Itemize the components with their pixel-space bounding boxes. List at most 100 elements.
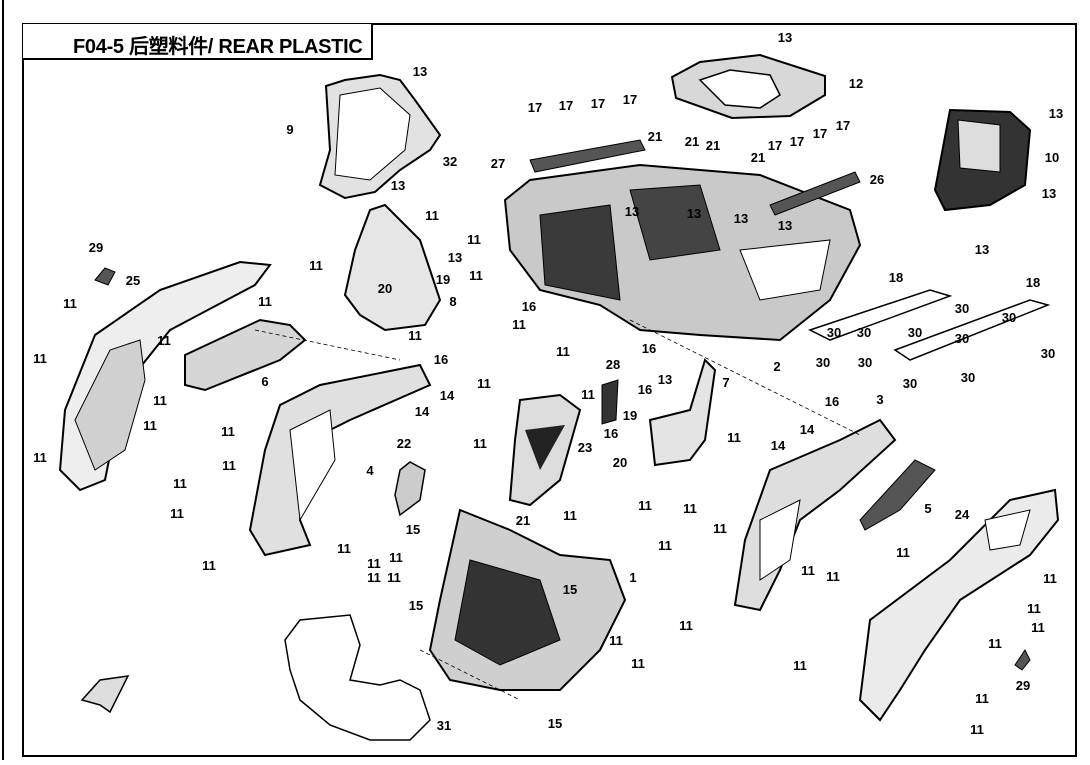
callout-label: 30 — [858, 355, 872, 370]
callout-label: 9 — [286, 122, 293, 137]
callout-label: 24 — [955, 507, 970, 522]
callout-label: 30 — [1041, 346, 1055, 361]
callout-label: 11 — [425, 208, 439, 223]
part-27-bar — [529, 139, 646, 173]
callout-label: 13 — [625, 204, 639, 219]
callout-label: 16 — [638, 382, 652, 397]
callout-label: 14 — [440, 388, 455, 403]
callout-label: 30 — [903, 376, 917, 391]
callout-label: 11 — [713, 521, 727, 536]
callout-label: 11 — [1031, 620, 1045, 635]
callout-label: 11 — [658, 538, 672, 553]
callout-label: 29 — [1016, 678, 1030, 693]
callout-label: 4 — [366, 463, 374, 478]
callout-label: 13 — [1042, 186, 1056, 201]
callout-label: 16 — [522, 299, 536, 314]
title-box: F04-5 后塑料件/ REAR PLASTIC — [23, 24, 373, 60]
callout-label: 16 — [434, 352, 448, 367]
callout-label: 11 — [581, 387, 595, 402]
callout-label: 11 — [638, 498, 652, 513]
callout-label: 11 — [679, 618, 693, 633]
callout-label: 17 — [528, 100, 542, 115]
callout-label: 11 — [512, 317, 526, 332]
callout-label: 11 — [143, 418, 157, 433]
callout-label: 18 — [889, 270, 903, 285]
callout-label: 13 — [975, 242, 989, 257]
callout-label: 29 — [89, 240, 103, 255]
callout-label: 15 — [548, 716, 562, 731]
callout-label: 13 — [391, 178, 405, 193]
callout-label: 16 — [825, 394, 839, 409]
part-24-right-fender — [858, 488, 1060, 722]
callout-label: 21 — [516, 513, 530, 528]
callout-label: 16 — [604, 426, 618, 441]
callout-label: 17 — [559, 98, 573, 113]
callout-label: 11 — [33, 450, 47, 465]
callout-label: 11 — [1043, 571, 1057, 586]
callout-label: 20 — [613, 455, 627, 470]
part-29-clip-b — [1014, 649, 1031, 671]
part-12-top-cover — [670, 53, 826, 120]
callout-label: 8 — [449, 294, 456, 309]
callout-label: 26 — [870, 172, 884, 187]
callout-label: 11 — [309, 258, 323, 273]
callout-label: 13 — [778, 218, 792, 233]
callout-label: 13 — [448, 250, 462, 265]
part-7-support — [648, 358, 717, 467]
callout-label: 11 — [975, 691, 989, 706]
callout-label: 11 — [473, 436, 487, 451]
callout-label: 10 — [1045, 150, 1059, 165]
callout-label: 31 — [437, 718, 451, 733]
part-9-panel — [318, 73, 442, 200]
callout-label: 13 — [413, 64, 427, 79]
callout-label: 7 — [722, 375, 729, 390]
part-8-bracket — [343, 203, 442, 332]
callout-label: 23 — [578, 440, 592, 455]
callout-label: 11 — [258, 294, 272, 309]
callout-label: 11 — [222, 458, 236, 473]
callout-label: 19 — [436, 272, 450, 287]
callout-label: 11 — [173, 476, 187, 491]
callout-label: 17 — [790, 134, 804, 149]
callout-label: 22 — [397, 436, 411, 451]
callout-label: 17 — [836, 118, 850, 133]
callout-label: 19 — [623, 408, 637, 423]
callout-label: 11 — [801, 563, 815, 578]
callout-label: 13 — [1049, 106, 1063, 121]
callout-label: 18 — [1026, 275, 1040, 290]
callout-label: 11 — [389, 550, 403, 565]
callout-label: 30 — [955, 301, 969, 316]
callout-label: 11 — [153, 393, 167, 408]
callout-label: 16 — [642, 341, 656, 356]
part-1-lower-fender — [428, 508, 627, 691]
callout-label: 13 — [734, 211, 748, 226]
callout-label: 13 — [658, 372, 672, 387]
callout-label: 11 — [469, 268, 483, 283]
callout-label: 11 — [367, 570, 381, 585]
callout-label: 17 — [623, 92, 637, 107]
callout-label: 11 — [793, 658, 807, 673]
callout-label: 28 — [606, 357, 620, 372]
part-22-cap — [394, 461, 426, 517]
callout-label: 32 — [443, 154, 457, 169]
callout-label: 15 — [563, 582, 577, 597]
callout-label: 13 — [778, 30, 792, 45]
callout-label: 30 — [816, 355, 830, 370]
part-18-plate-a — [808, 289, 953, 341]
callout-label: 17 — [813, 126, 827, 141]
callout-label: 15 — [406, 522, 420, 537]
callout-label: 17 — [768, 138, 782, 153]
callout-label: 11 — [683, 501, 697, 516]
callout-label: 11 — [556, 344, 570, 359]
callout-label: 11 — [408, 328, 422, 343]
callout-label: 17 — [591, 96, 605, 111]
callout-label: 14 — [771, 438, 786, 453]
callout-label: 14 — [415, 404, 430, 419]
callout-label: 11 — [157, 333, 171, 348]
callout-label: 30 — [908, 325, 922, 340]
callout-label: 14 — [800, 422, 815, 437]
callout-label: 11 — [467, 232, 481, 247]
callout-label: 11 — [367, 556, 381, 571]
